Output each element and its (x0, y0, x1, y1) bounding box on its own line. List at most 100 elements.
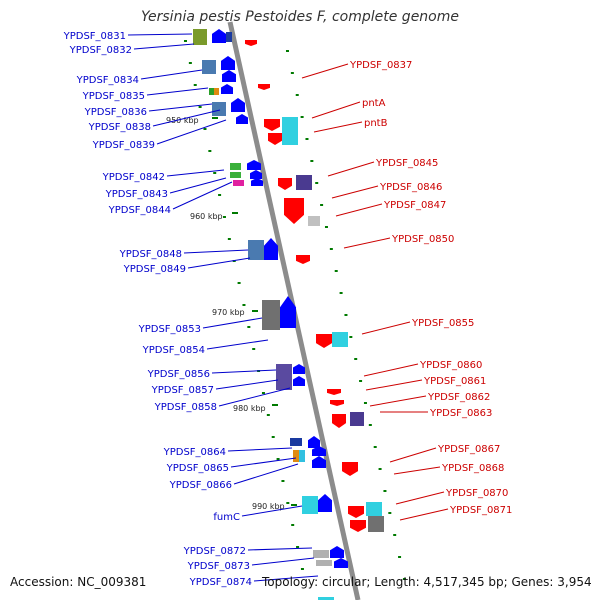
left-gene-label: YPDSF_0844 (108, 205, 171, 216)
ring-dot (334, 270, 338, 272)
ring-dot (222, 216, 226, 218)
forward-gene-glyph (312, 446, 326, 456)
left-label-leader (183, 249, 249, 254)
ring-dot (373, 446, 377, 448)
left-gene-label: YPDSF_0874 (189, 577, 252, 588)
ring-dot (290, 72, 294, 74)
left-gene-label: YPDSF_0873 (187, 561, 250, 572)
kbp-tick-label: 950 kbp (166, 116, 199, 125)
forward-gene-glyph (236, 114, 248, 124)
reverse-gene-glyph (284, 198, 304, 224)
ring-dot (320, 204, 324, 206)
gene-box (302, 496, 318, 514)
right-gene-label: YPDSF_0867 (437, 444, 500, 455)
topology-text: Topology: circular; Length: 4,517,345 bp… (262, 575, 592, 589)
left-label-leader (127, 33, 193, 36)
ring-dot (183, 40, 187, 42)
forward-gene-glyph (231, 98, 245, 112)
left-label-leader (253, 575, 319, 582)
left-label-leader (187, 257, 251, 269)
left-label-leader (156, 119, 227, 145)
right-label-leader (331, 185, 379, 199)
ring-dot (378, 468, 382, 470)
gene-box (230, 172, 241, 178)
ring-dot (383, 490, 387, 492)
right-label-leader (389, 447, 437, 463)
left-gene-label: YPDSF_0872 (183, 546, 246, 557)
gene-box (282, 117, 298, 145)
ring-dot (296, 546, 300, 548)
forward-gene-glyph (221, 84, 233, 94)
left-label-leader (233, 463, 299, 485)
right-label-leader (365, 379, 423, 391)
ring-dot (266, 414, 270, 416)
gene-box (202, 60, 216, 74)
label-leaders (127, 33, 449, 582)
kbp-tick-label: 980 kbp (233, 404, 266, 413)
ring-dot (237, 282, 241, 284)
left-label-leader (247, 547, 313, 551)
left-gene-label: YPDSF_0849 (123, 264, 186, 275)
left-label-leader (172, 181, 233, 210)
gene-box (214, 88, 219, 95)
reverse-gene-glyph (350, 520, 366, 532)
right-label-leader (327, 161, 375, 177)
ring-dot (188, 62, 192, 64)
left-label-leader (227, 447, 293, 452)
gene-box (332, 332, 348, 347)
ring-dot (227, 238, 231, 240)
right-label-leader (369, 395, 427, 407)
right-gene-label: YPDSF_0850 (391, 234, 454, 245)
ring-dot (300, 568, 304, 570)
reverse-gene-glyph (278, 178, 292, 190)
left-label-leader (211, 369, 277, 374)
ring-dot (285, 50, 289, 52)
forward-gene-glyph (212, 29, 226, 43)
gene-labels: YPDSF_0831YPDSF_0832YPDSF_0834YPDSF_0835… (63, 31, 513, 588)
ring-dot (315, 182, 319, 184)
right-label-leader (301, 63, 349, 79)
gene-box (318, 597, 334, 600)
kbp-tick-label: 970 kbp (212, 308, 245, 317)
ring-dot (398, 556, 402, 558)
right-label-leader (363, 363, 419, 377)
left-label-leader (241, 505, 303, 517)
accession-text: Accession: NC_009381 (10, 575, 147, 589)
gene-box (209, 88, 214, 95)
gene-box (193, 29, 207, 45)
left-label-leader (169, 177, 227, 194)
ring-dot (388, 512, 392, 514)
kbp-tick-label: 990 kbp (252, 502, 285, 511)
ring-dot (368, 424, 372, 426)
ring-dot (247, 326, 251, 328)
ring-dot (193, 84, 197, 86)
reverse-gene-glyph (264, 119, 280, 131)
left-gene-label: YPDSF_0839 (92, 140, 155, 151)
kbp-tick-mark (232, 212, 238, 214)
gene-box (366, 502, 382, 516)
ring-dot (291, 524, 295, 526)
forward-gene-glyph (250, 170, 262, 179)
ring-dot (208, 150, 212, 152)
right-gene-label: YPDSF_0861 (423, 376, 486, 387)
left-gene-label: YPDSF_0858 (154, 402, 217, 413)
right-gene-label: YPDSF_0860 (419, 360, 482, 371)
forward-gene-glyph (308, 436, 320, 448)
forward-gene-glyph (280, 296, 296, 328)
right-label-leader (399, 508, 449, 521)
left-gene-label: YPDSF_0842 (102, 172, 165, 183)
ring-dot (213, 172, 217, 174)
ring-dot (198, 106, 202, 108)
ring-dot (271, 436, 275, 438)
left-gene-label: YPDSF_0834 (76, 75, 139, 86)
left-label-leader (140, 69, 203, 80)
ring-dot (349, 336, 353, 338)
ring-dot (354, 358, 358, 360)
gene-box (313, 550, 329, 558)
ring-dot (393, 534, 397, 536)
gene-box (350, 412, 364, 426)
gene-box (276, 364, 292, 390)
right-gene-label: YPDSF_0862 (427, 392, 490, 403)
right-gene-label: pntA (362, 98, 386, 109)
